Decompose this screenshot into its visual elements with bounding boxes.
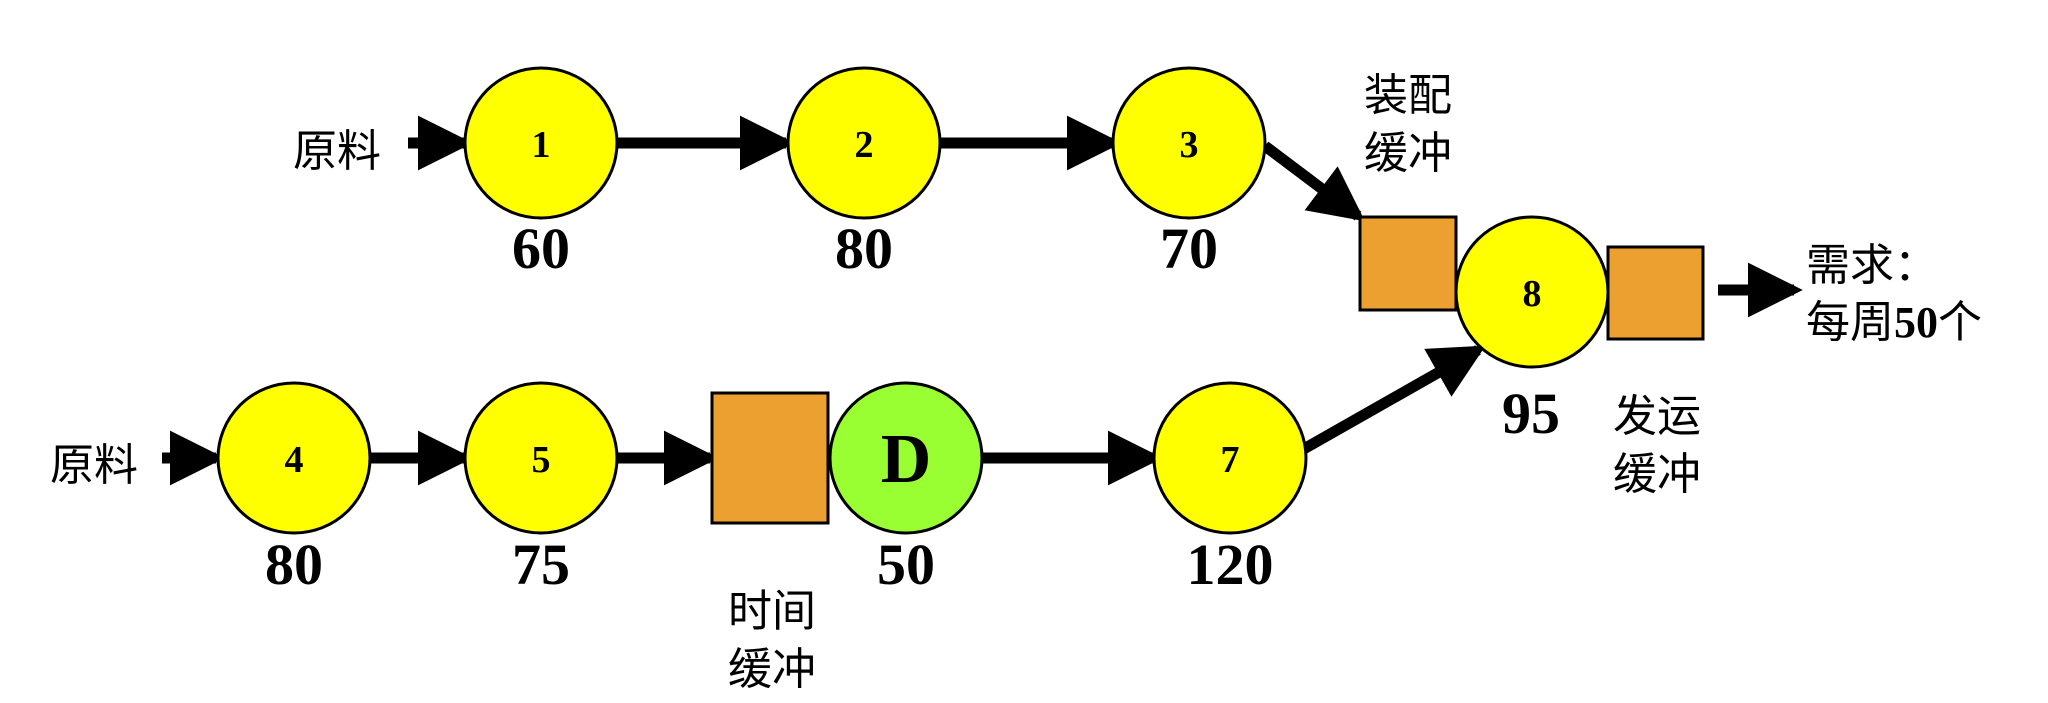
station-capacity-label: 70 (1160, 216, 1218, 281)
station-1: 1 60 (463, 66, 619, 281)
shipping-buffer-label-line1: 发运 (1613, 391, 1701, 442)
station-D: D 50 (828, 381, 984, 597)
station-circle (1111, 66, 1267, 220)
station-7: 7 120 (1152, 381, 1308, 597)
station-id-label: 4 (285, 439, 304, 481)
time-buffer-label-line1: 时间 (728, 586, 816, 637)
station-id-label: 2 (855, 124, 874, 166)
station-circle (1454, 215, 1610, 369)
demand-prefix: 每周 (1806, 297, 1894, 348)
station-capacity-label: 80 (835, 216, 893, 281)
station-capacity-label: 80 (265, 532, 323, 597)
station-id-label: 5 (532, 439, 551, 481)
demand-suffix: 个 (1938, 297, 1982, 348)
station-capacity-label: 120 (1187, 532, 1274, 597)
raw-material-label-bottom: 原料 (50, 440, 138, 491)
time-buffer-label-line2: 缓冲 (728, 644, 816, 695)
demand-label-line2: 每周50个 (1806, 297, 1982, 348)
station-capacity-label: 50 (877, 532, 935, 597)
station-id-label: 8 (1523, 273, 1542, 315)
raw-material-label-top: 原料 (293, 126, 381, 177)
demand-label-line1: 需求： (1806, 240, 1938, 291)
station-4: 4 80 (216, 381, 372, 597)
time-buffer-box (710, 391, 830, 525)
station-8: 8 95 (1454, 215, 1610, 446)
shipping-buffer-box (1606, 245, 1705, 341)
stations: 1 60 2 80 3 70 4 80 5 75 D 50 7 120 8 95 (216, 66, 1610, 597)
assembly-buffer-label-line2: 缓冲 (1364, 128, 1452, 179)
shipping-buffer-label-line2: 缓冲 (1613, 449, 1701, 500)
assembly-buffer-box (1358, 215, 1458, 312)
flow-arrows (162, 115, 1803, 486)
drum-station-circle (828, 381, 984, 535)
station-2: 2 80 (786, 66, 942, 281)
station-circle (1152, 381, 1308, 535)
station-id-label: D (881, 421, 932, 498)
arrow-7-to-8 (1299, 345, 1486, 455)
station-circle (216, 381, 372, 535)
arrow-3-to-assembly-buffer (1261, 141, 1366, 222)
station-5: 5 75 (463, 381, 619, 597)
station-circle (786, 66, 942, 220)
station-id-label: 1 (532, 124, 551, 166)
station-3: 3 70 (1111, 66, 1267, 281)
station-id-label: 3 (1180, 124, 1199, 166)
station-id-label: 7 (1221, 439, 1240, 481)
assembly-buffer-label-line1: 装配 (1364, 70, 1452, 121)
station-capacity-label: 60 (512, 216, 570, 281)
station-circle (463, 381, 619, 535)
station-circle (463, 66, 619, 220)
demand-number: 50 (1894, 298, 1938, 347)
station-capacity-label: 75 (512, 532, 570, 597)
station-capacity-label: 95 (1502, 381, 1560, 446)
